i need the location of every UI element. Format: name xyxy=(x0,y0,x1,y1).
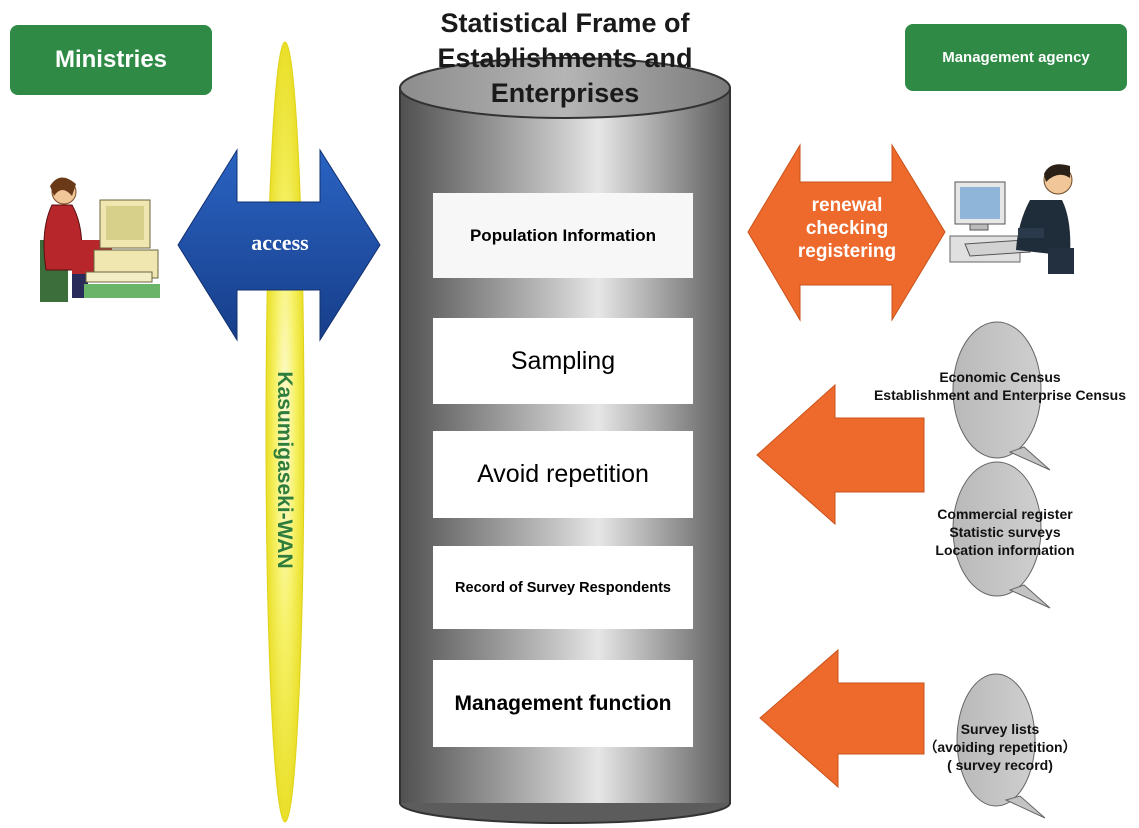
function-population-information: Population Information xyxy=(433,193,693,278)
renewal-label: renewal checking registering xyxy=(787,194,907,263)
source-line: （avoiding repetition） xyxy=(923,739,1077,755)
access-arrow xyxy=(177,148,381,342)
office-worker-at-computer-icon xyxy=(949,164,1074,274)
function-management: Management function xyxy=(433,660,693,747)
source-bubble-register xyxy=(952,461,1051,609)
management-agency-header: Management agency xyxy=(905,24,1127,91)
renewal-line-2: checking xyxy=(805,218,889,239)
person-at-computer-icon xyxy=(40,177,160,302)
source-bubble-survey-lists xyxy=(956,673,1046,819)
source-survey-lists: Survey lists （avoiding repetition） ( sur… xyxy=(910,720,1090,774)
source-arrow-lower xyxy=(759,648,925,789)
page-title: Statistical Frame of Establishments and … xyxy=(437,8,693,108)
source-line: Location information xyxy=(935,542,1075,558)
source-line: Commercial register xyxy=(937,506,1073,522)
source-line: Survey lists xyxy=(960,721,1040,737)
source-bubble-economic xyxy=(952,321,1051,471)
renewal-arrow xyxy=(747,143,946,322)
access-label: access xyxy=(251,230,309,255)
function-record-of-survey-respondents: Record of Survey Respondents xyxy=(433,546,693,629)
network-label: Kasumigaseki-WAN xyxy=(273,320,296,620)
function-avoid-repetition: Avoid repetition xyxy=(433,431,693,518)
network-label-text: Kasumigaseki-WAN xyxy=(273,371,296,569)
source-line: ( survey record) xyxy=(947,757,1053,773)
ministries-header: Ministries xyxy=(10,25,212,95)
source-line: Establishment and Enterprise Census xyxy=(873,387,1127,403)
source-arrow-upper xyxy=(756,383,925,526)
function-sampling: Sampling xyxy=(433,318,693,404)
source-line: Economic Census xyxy=(939,369,1061,385)
renewal-line-1: renewal xyxy=(811,195,883,216)
renewal-line-3: registering xyxy=(797,241,897,262)
source-commercial-register: Commercial register Statistic surveys Lo… xyxy=(915,505,1095,559)
source-economic-census: Economic Census Establishment and Enterp… xyxy=(855,368,1139,404)
source-line: Statistic surveys xyxy=(949,524,1061,540)
